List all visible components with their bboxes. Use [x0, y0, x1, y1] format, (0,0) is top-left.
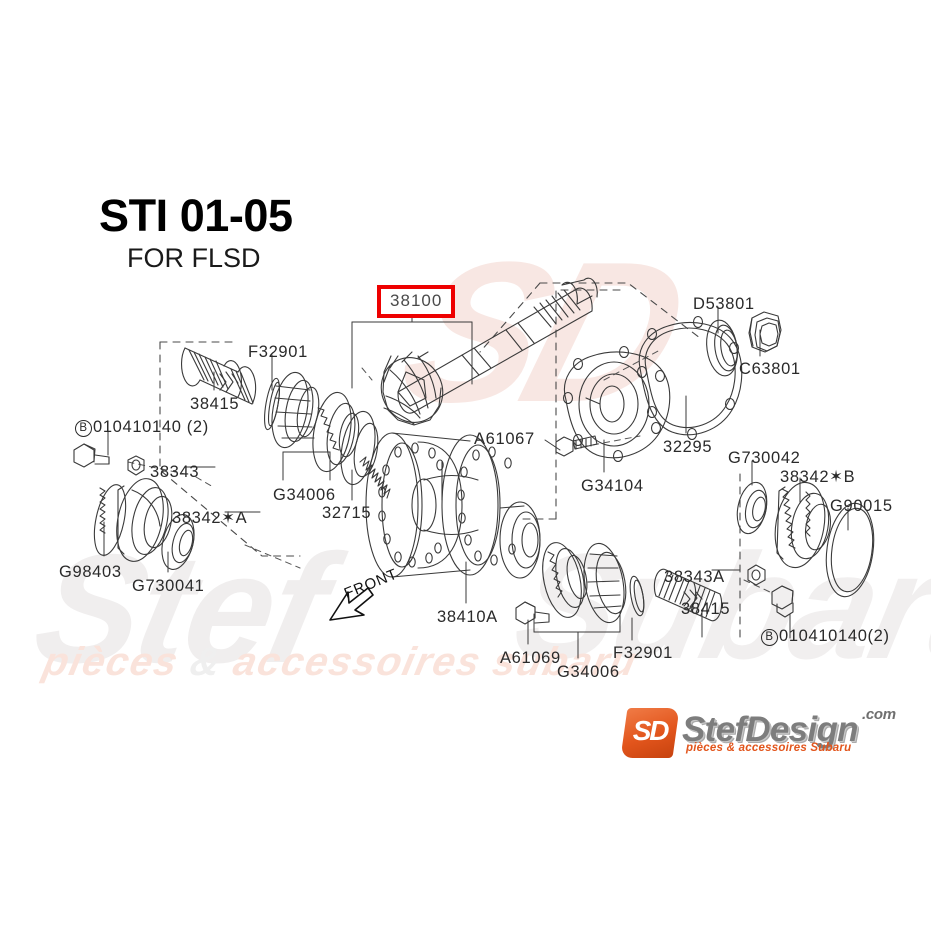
front-arrow-icon — [329, 587, 374, 621]
part-label-text: 32295 — [663, 438, 713, 456]
group-outline-upper — [479, 282, 701, 353]
left-taper-bearing — [271, 371, 320, 449]
right-lock-washer-38343a — [747, 564, 766, 586]
lock-nut-c63801 — [748, 311, 782, 353]
left-bolt-assembly — [73, 443, 110, 468]
highlighted-part-number-text: 38100 — [390, 291, 443, 310]
part-label-38342a[interactable]: 38342✶A — [172, 508, 247, 528]
part-label-text: 38342✶A — [172, 509, 248, 527]
group-outline-left — [159, 341, 301, 557]
part-label-text: 38410A — [437, 608, 498, 626]
part-label-32715[interactable]: 32715 — [322, 504, 371, 523]
pinion-gear-head — [380, 351, 444, 426]
stefdesign-logo[interactable]: SD StefDesign .com pièces & accessoires … — [620, 706, 924, 762]
bolt-a61067 — [555, 435, 598, 457]
part-label-g730042[interactable]: G730042 — [728, 449, 801, 468]
bolt-a61069 — [515, 601, 550, 625]
part-label-text: G34104 — [581, 477, 644, 495]
part-label-text: 010410140 (2) — [93, 418, 209, 436]
part-label-g34006[interactable]: G34006 — [273, 486, 336, 505]
part-label-f32901[interactable]: F32901 — [613, 644, 673, 663]
left-hub-38342a — [116, 478, 173, 562]
part-label-text: 010410140(2) — [779, 627, 890, 645]
part-label-text: G90015 — [830, 497, 893, 515]
part-label-text: G730041 — [132, 577, 205, 595]
part-label-text: G98403 — [59, 563, 122, 581]
group-outline-center — [519, 289, 623, 520]
part-label-d53801[interactable]: D53801 — [693, 295, 755, 314]
br-taper-bearing — [542, 542, 588, 618]
part-label-g730041[interactable]: G730041 — [132, 577, 205, 596]
part-label-text: 32715 — [322, 504, 372, 522]
circled-letter-badge: B — [761, 629, 778, 646]
pinion-shaft — [397, 277, 598, 414]
part-label-text: A61069 — [500, 649, 561, 667]
part-label-a61067[interactable]: A61067 — [474, 430, 535, 449]
o-ring-g90015 — [825, 502, 875, 598]
part-label-text: F32901 — [248, 343, 308, 361]
part-label-g34006[interactable]: G34006 — [557, 663, 620, 682]
logo-domain: .com — [862, 706, 896, 723]
br-bearing-race — [583, 542, 627, 624]
part-label-38415[interactable]: 38415 — [681, 600, 730, 619]
highlighted-part-number-38100[interactable]: 38100 — [377, 285, 456, 318]
part-label-38342b[interactable]: 38342✶B — [780, 467, 855, 487]
part-label-text: 38415 — [190, 395, 240, 413]
part-label-38410a[interactable]: 38410A — [437, 608, 498, 627]
left-bearing-race — [340, 410, 379, 486]
left-snap-ring-f32901 — [264, 377, 281, 431]
page-title: STI 01-05 — [99, 190, 293, 241]
part-label-text: D53801 — [693, 295, 755, 313]
part-label-g98403[interactable]: G98403 — [59, 563, 122, 582]
logo-tagline: pièces & accessoires Subaru — [686, 742, 852, 754]
right-hub-38342b — [774, 481, 832, 569]
logo-monogram: SD — [632, 715, 670, 746]
part-label-g90015[interactable]: G90015 — [830, 497, 893, 516]
right-axle-shaft — [653, 568, 723, 622]
part-label-c63801[interactable]: C63801 — [739, 360, 801, 379]
part-label-text: 38343 — [150, 463, 200, 481]
left-speed-sensor-ring-g98403 — [93, 484, 127, 556]
part-label-32295[interactable]: 32295 — [663, 438, 712, 457]
br-snap-ring-f32901 — [629, 575, 645, 617]
left-roller-bearing — [312, 391, 360, 473]
assembly-axis-lines — [127, 349, 771, 593]
left-seal-g730041 — [161, 514, 195, 570]
differential-case — [359, 432, 541, 579]
part-label-text: 38342✶B — [780, 468, 856, 486]
part-label-text: G730042 — [728, 449, 801, 467]
part-label-text: G34006 — [557, 663, 620, 681]
right-bolt-010410140 — [771, 585, 794, 618]
part-label-text: 38343A — [664, 568, 725, 586]
part-label-38343a[interactable]: 38343A — [664, 568, 725, 587]
part-label-text: A61067 — [474, 430, 535, 448]
page-subtitle: FOR FLSD — [127, 243, 261, 273]
part-label-38415[interactable]: 38415 — [190, 395, 239, 414]
logo-wordmark: StefDesign — [682, 710, 859, 749]
part-label-a61069[interactable]: A61069 — [500, 649, 561, 668]
case-right-flange-holes — [457, 446, 516, 566]
part-label-text: F32901 — [613, 644, 673, 662]
part-label-text: G34006 — [273, 486, 336, 504]
right-seal-g730042 — [736, 481, 768, 535]
part-label-38343[interactable]: 38343 — [150, 463, 199, 482]
oil-seal-d53801 — [706, 319, 738, 377]
left-axle-shaft — [181, 347, 257, 405]
part-label-text: C63801 — [739, 360, 801, 378]
part-label-g34104[interactable]: G34104 — [581, 477, 644, 496]
left-lock-washer-38343 — [127, 455, 145, 476]
case-bolt-holes — [378, 442, 444, 568]
gasket-32295 — [636, 315, 743, 441]
housing-cover-g34104 — [562, 345, 671, 463]
part-label-f32901[interactable]: F32901 — [248, 343, 308, 362]
circled-letter-badge: B — [75, 420, 92, 437]
part-label-text: 38415 — [681, 600, 731, 618]
